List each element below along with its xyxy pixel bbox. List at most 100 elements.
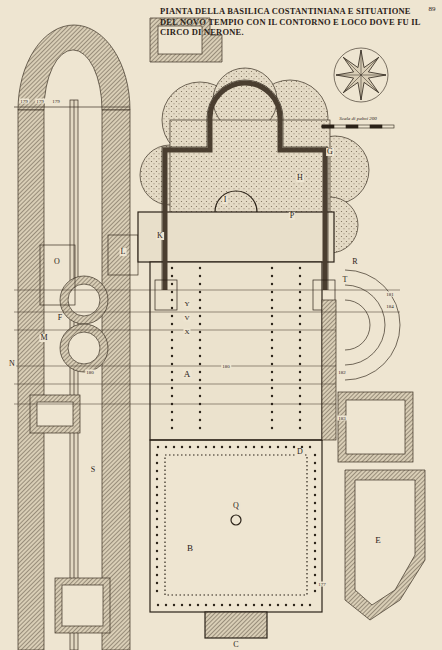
right-buildings: [322, 270, 425, 620]
column: [299, 379, 301, 381]
column: [271, 363, 273, 365]
column: [299, 363, 301, 365]
compass-ray: [336, 75, 361, 76]
callout-label: O: [53, 258, 61, 266]
column: [314, 486, 316, 488]
callout-label: 180: [85, 370, 95, 375]
callout-label: I: [223, 196, 228, 204]
column: [299, 267, 301, 269]
rotundas: [40, 235, 138, 372]
gatehouse: [205, 612, 267, 638]
column: [189, 446, 191, 448]
callout-label: 179: [19, 99, 29, 104]
column: [171, 411, 173, 413]
column: [314, 470, 316, 472]
column-rows: [156, 267, 316, 606]
callout-label: D: [296, 448, 304, 456]
callout-label: B: [186, 544, 194, 553]
column: [156, 550, 158, 552]
column: [314, 454, 316, 456]
column: [199, 379, 201, 381]
column: [245, 446, 247, 448]
callout-label: 184: [385, 304, 395, 309]
page-number: 89: [428, 6, 437, 13]
column: [171, 363, 173, 365]
compass-ray: [361, 57, 379, 75]
measure-lines: [14, 290, 400, 404]
column: [285, 446, 287, 448]
column: [171, 323, 173, 325]
compass-ray: [361, 75, 379, 93]
compass-ring: [334, 48, 388, 102]
column: [171, 331, 173, 333]
column: [245, 604, 247, 606]
column: [173, 604, 175, 606]
column: [299, 411, 301, 413]
column: [271, 419, 273, 421]
column: [199, 355, 201, 357]
circus-curve: [18, 25, 130, 110]
column: [237, 446, 239, 448]
column: [299, 371, 301, 373]
column: [199, 267, 201, 269]
column: [171, 291, 173, 293]
column: [271, 283, 273, 285]
compass-star: [336, 50, 386, 100]
callout-label: X: [183, 329, 190, 336]
column: [199, 363, 201, 365]
column: [253, 446, 255, 448]
column: [171, 347, 173, 349]
compass-rose: [334, 48, 388, 102]
scale-label: Scala di palmi 200: [338, 116, 378, 121]
column: [199, 291, 201, 293]
column: [271, 299, 273, 301]
column: [199, 275, 201, 277]
column: [171, 299, 173, 301]
callout-label: P: [289, 212, 295, 220]
measure-line: [14, 107, 130, 108]
atrium: [150, 440, 322, 612]
column: [156, 454, 158, 456]
column: [205, 446, 207, 448]
column: [181, 604, 183, 606]
callout-label: K: [156, 232, 164, 240]
column: [299, 323, 301, 325]
compass-ray: [361, 50, 362, 75]
callout-label: 179: [35, 99, 45, 104]
column: [171, 267, 173, 269]
column: [299, 339, 301, 341]
old-apse: [215, 191, 257, 212]
column: [171, 387, 173, 389]
column: [271, 339, 273, 341]
column: [314, 590, 316, 592]
column: [156, 590, 158, 592]
column: [271, 411, 273, 413]
column: [271, 427, 273, 429]
plate-title: PIANTA DELLA BASILICA COSTANTINIANA E SI…: [160, 6, 422, 38]
column: [293, 446, 295, 448]
column: [299, 315, 301, 317]
column: [156, 534, 158, 536]
column: [271, 347, 273, 349]
nave: [150, 262, 322, 440]
column: [156, 494, 158, 496]
column: [271, 291, 273, 293]
callout-label: C: [232, 641, 239, 649]
new-temple-edge: [155, 80, 335, 310]
column: [314, 574, 316, 576]
column: [299, 299, 301, 301]
column: [199, 283, 201, 285]
column: [314, 518, 316, 520]
column: [314, 542, 316, 544]
column: [299, 275, 301, 277]
column: [299, 403, 301, 405]
column: [309, 604, 311, 606]
callout-label: Y: [183, 301, 190, 308]
column: [156, 470, 158, 472]
column: [271, 379, 273, 381]
column: [156, 518, 158, 520]
column: [277, 604, 279, 606]
circus-wall: [102, 110, 130, 650]
column: [171, 275, 173, 277]
